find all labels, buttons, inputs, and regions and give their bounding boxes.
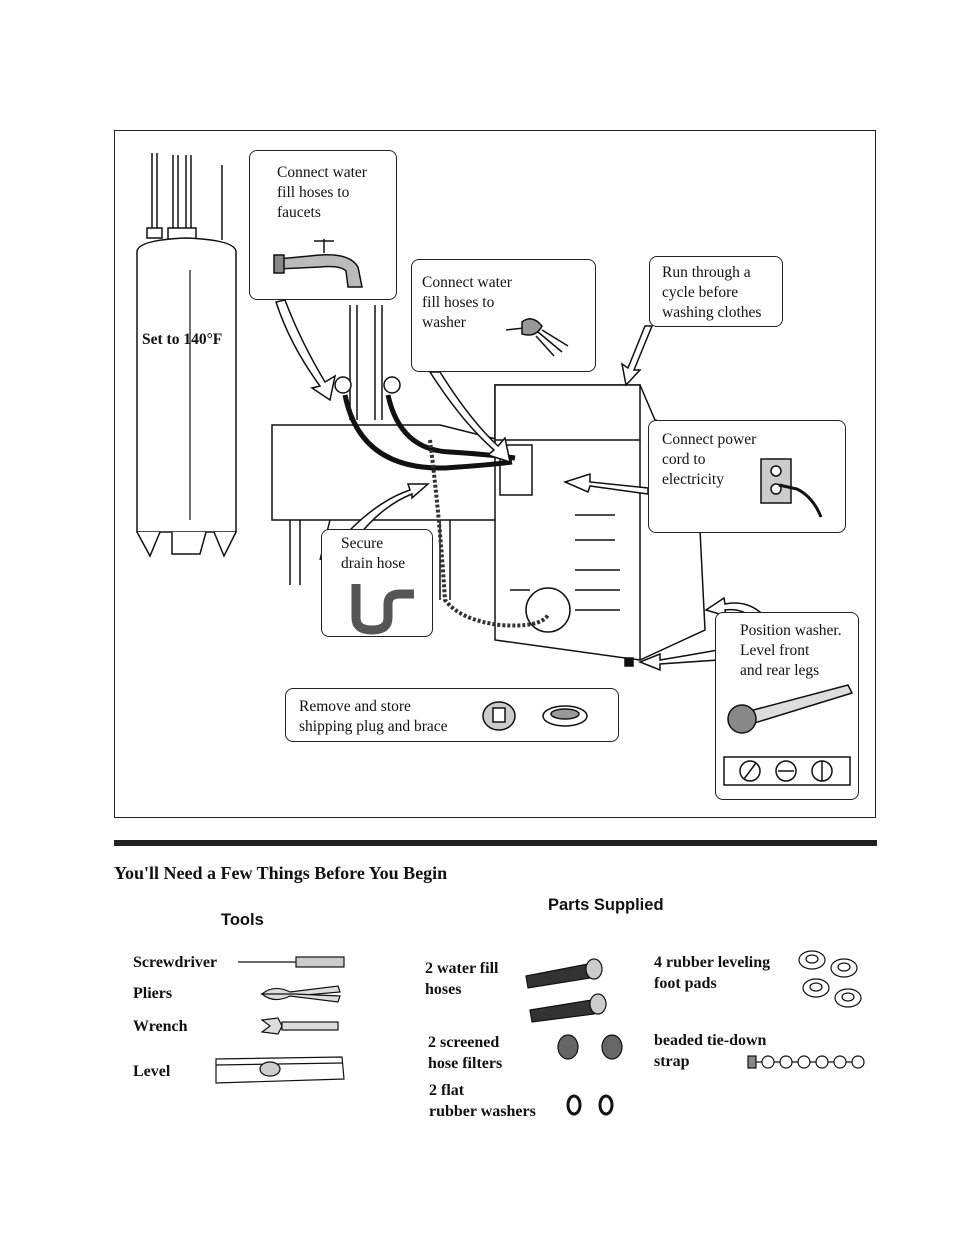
callout-connect-power: Connect power cord to electricity (648, 420, 846, 533)
callout-run-cycle: Run through a cycle before washing cloth… (649, 256, 783, 327)
tool-screwdriver-label: Screwdriver (133, 954, 218, 971)
part-strap-label: beaded tie-down strap (654, 1032, 767, 1070)
pliers-icon (260, 985, 341, 1003)
callout-text: Connect power cord to electricity (662, 431, 757, 488)
part-foot-pads-label: 4 rubber leveling foot pads (654, 954, 771, 992)
drain-hose (428, 439, 550, 628)
tool-pliers-label: Pliers (133, 985, 173, 1002)
tool-level-label: Level (133, 1063, 171, 1080)
section-divider (114, 840, 877, 846)
tools-heading: Tools (221, 911, 264, 929)
part-filters-label: 2 screened hose filters (428, 1034, 503, 1072)
callout-connect-washer: Connect water fill hoses to washer (411, 259, 596, 372)
wrench-and-level-icon (723, 684, 854, 786)
faucet-icon (273, 239, 363, 288)
arrow-to-washer-inlet (428, 371, 511, 464)
foot-pads-icon (798, 950, 862, 1008)
water-heater-pipes (146, 153, 223, 241)
callout-text: Secure drain hose (341, 535, 406, 572)
drain-trap-icon (351, 584, 414, 635)
water-heater-temperature-label: Set to 140°F (142, 331, 223, 348)
shipping-plug-icon (482, 701, 588, 731)
callout-connect-faucets: Connect water fill hoses to faucets (249, 150, 397, 300)
arrow-to-washer-top (620, 325, 654, 387)
fill-hoses-icon (525, 958, 607, 1023)
part-fill-hoses-label: 2 water fill hoses (425, 960, 499, 998)
callout-text: Run through a cycle before washing cloth… (662, 264, 762, 321)
beaded-strap-icon (747, 1055, 865, 1069)
hose-filters-icon (557, 1034, 623, 1060)
callout-text: Remove and store shipping plug and brace (299, 698, 448, 735)
section-title: You'll Need a Few Things Before You Begi… (114, 863, 448, 883)
arrow-to-faucets (275, 299, 337, 402)
laundry-tub (271, 424, 501, 600)
water-heater (136, 237, 237, 558)
part-washers-label: 2 flat rubber washers (429, 1082, 536, 1120)
faucet-pipes (334, 305, 401, 420)
level-tool-icon (215, 1056, 345, 1084)
arrow-to-front-leg (637, 649, 719, 672)
shower-head-icon (505, 318, 569, 357)
parts-heading: Parts Supplied (548, 896, 664, 914)
callout-position-level: Position washer. Level front and rear le… (715, 612, 859, 800)
arrow-to-power-inlet (562, 472, 649, 495)
power-outlet-icon (760, 458, 823, 518)
arrow-to-drain (348, 483, 430, 535)
callout-text: Position washer. Level front and rear le… (740, 622, 842, 679)
callout-text: Connect water fill hoses to washer (422, 274, 512, 331)
callout-text: Connect water fill hoses to faucets (277, 164, 367, 221)
wrench-icon (260, 1017, 339, 1035)
screwdriver-icon (238, 956, 345, 968)
callout-secure-drain: Secure drain hose (321, 529, 433, 637)
rubber-washers-icon (566, 1094, 614, 1116)
callout-shipping-plug: Remove and store shipping plug and brace (285, 688, 619, 742)
tool-wrench-label: Wrench (133, 1018, 188, 1035)
installation-diagram-frame (114, 130, 876, 818)
